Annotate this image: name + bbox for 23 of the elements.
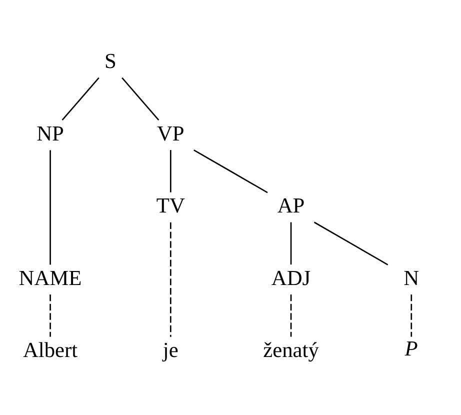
connector: [50, 294, 51, 337]
node-text: je: [162, 338, 178, 362]
node-text: Albert: [22, 338, 78, 362]
node-text: ženatý: [263, 338, 319, 362]
node-text: TV: [156, 194, 185, 218]
node-text: N: [404, 266, 420, 290]
connector: [170, 222, 172, 337]
connector: [194, 149, 268, 194]
connector: [122, 77, 160, 121]
connector: [50, 150, 51, 265]
connector: [170, 150, 172, 192]
connector: [290, 222, 292, 265]
connector: [62, 77, 100, 121]
connector: [290, 294, 292, 337]
node-text: NAME: [18, 266, 82, 290]
connector: [314, 222, 388, 266]
node-text: VP: [156, 121, 184, 146]
node-text: NP: [36, 121, 64, 146]
node-text: AP: [277, 194, 305, 218]
node-text: P: [404, 336, 418, 361]
node-text: S: [104, 49, 116, 74]
connector: [410, 294, 412, 337]
node-text: ADJ: [271, 266, 311, 290]
